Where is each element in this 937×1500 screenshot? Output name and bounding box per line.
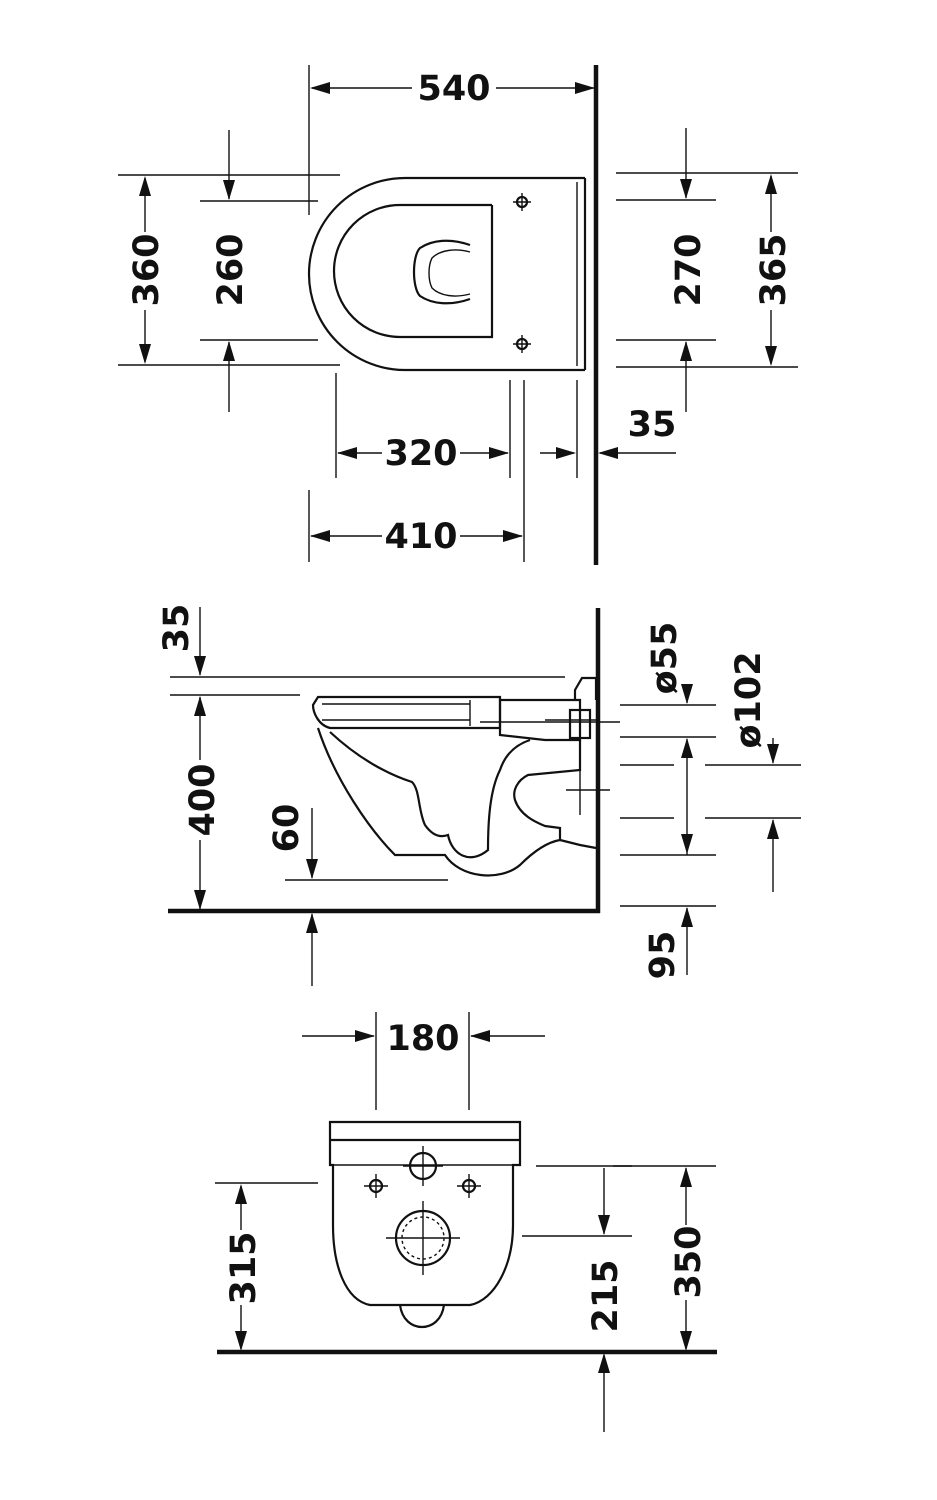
dim-outlet-diameter: ø102: [729, 651, 769, 748]
outlet-shape-top: [412, 239, 471, 305]
dim-outlet-height: 215: [586, 1259, 626, 1332]
dim-bolt-height: 315: [224, 1231, 264, 1304]
outlet-inner-top: [428, 249, 471, 297]
bowl-outline-front: [328, 1120, 522, 1307]
dim-inlet-diameter: ø55: [645, 622, 685, 695]
dim-fixing-spacing: 260: [211, 233, 251, 306]
dim-bolt-spacing: 180: [386, 1019, 459, 1059]
dim-length-to-outlet: 410: [384, 517, 457, 557]
bowl-inner-top: [332, 203, 494, 339]
supply-hole-icon: [403, 1146, 443, 1186]
top-view: 540 360 260 270 365: [118, 65, 798, 565]
front-view: 180 315 215 350: [215, 1012, 717, 1432]
dim-bowl-clearance: 60: [267, 804, 307, 853]
dim-wall-offset: 35: [628, 405, 677, 445]
fixing-hole-icon: [513, 335, 531, 353]
dim-overall-width: 360: [127, 233, 167, 306]
dim-width-at-wall: 365: [754, 233, 794, 306]
dim-rim-height-offset: 35: [157, 604, 197, 653]
seat-outline-side: [311, 695, 502, 730]
bowl-outline-top: [307, 176, 585, 372]
fixing-hole-icon: [513, 193, 531, 211]
bowl-body-side: [316, 727, 582, 877]
dim-outlet-height-offset: 95: [643, 931, 683, 980]
dim-top-height: 350: [669, 1225, 709, 1298]
dim-length-to-bolts: 320: [384, 434, 457, 474]
tank-connector-side: [498, 698, 582, 742]
outlet-hole-icon: [386, 1201, 460, 1275]
dim-seat-hole-spacing: 270: [669, 233, 709, 306]
dim-overall-length: 540: [417, 69, 490, 109]
bolt-hole-icon: [364, 1174, 388, 1198]
bowl-inner-side: [329, 731, 531, 859]
dim-rim-height: 400: [183, 763, 223, 836]
bolt-hole-icon: [457, 1174, 481, 1198]
side-view: 35 400 60 ø55 ø102: [157, 604, 801, 986]
